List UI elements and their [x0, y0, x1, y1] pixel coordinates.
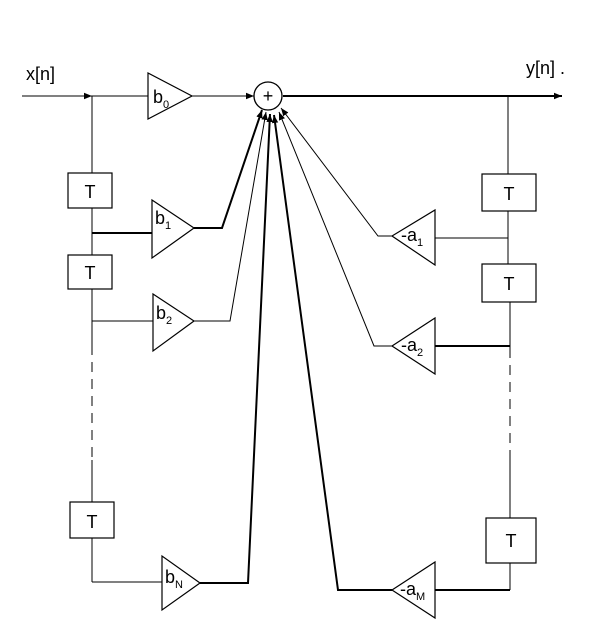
gain-b0-triangle [147, 72, 194, 120]
gain-b2-triangle [152, 292, 196, 353]
gain-b1-triangle [151, 198, 196, 260]
gain-b2-label: b2 [156, 303, 172, 327]
gain-b1-label: b1 [155, 208, 171, 232]
delay-box-right-1 [481, 173, 537, 212]
gain-a1-triangle [390, 208, 436, 267]
b1-output-wire [194, 109, 263, 229]
delay-box-left-3 [69, 501, 115, 539]
adder-symbol: + [263, 86, 274, 106]
gain-a1-label: -a1 [401, 225, 423, 249]
gain-bN-label: bN [165, 567, 183, 591]
delay-box-left-2 [67, 254, 113, 290]
gain-aM-label: -aM [400, 579, 425, 603]
gain-aM-triangle [390, 560, 436, 620]
delay-label: T [506, 531, 517, 551]
gain-bN-triangle [161, 554, 202, 612]
gain-a2-triangle [390, 316, 436, 376]
delay-label: T [85, 182, 96, 202]
b2-output-wire [194, 111, 268, 322]
delay-box-right-3 [485, 517, 537, 564]
delay-label: T [85, 263, 96, 283]
delay-label: T [504, 184, 515, 204]
delay-label: T [504, 274, 515, 294]
input-signal-label: x[n] [26, 64, 55, 84]
aM-output-wire [271, 114, 392, 591]
adder [253, 81, 283, 111]
gain-b0-label: b0 [153, 87, 169, 111]
delay-box-right-2 [481, 263, 537, 303]
delay-box-left-1 [67, 172, 113, 209]
bN-output-wire [200, 113, 273, 584]
a2-output-wire [278, 111, 392, 347]
gain-a2-label: -a2 [401, 335, 423, 359]
a1-output-wire [280, 107, 392, 237]
delay-label: T [87, 512, 98, 532]
output-signal-label: y[n] . [526, 58, 565, 78]
